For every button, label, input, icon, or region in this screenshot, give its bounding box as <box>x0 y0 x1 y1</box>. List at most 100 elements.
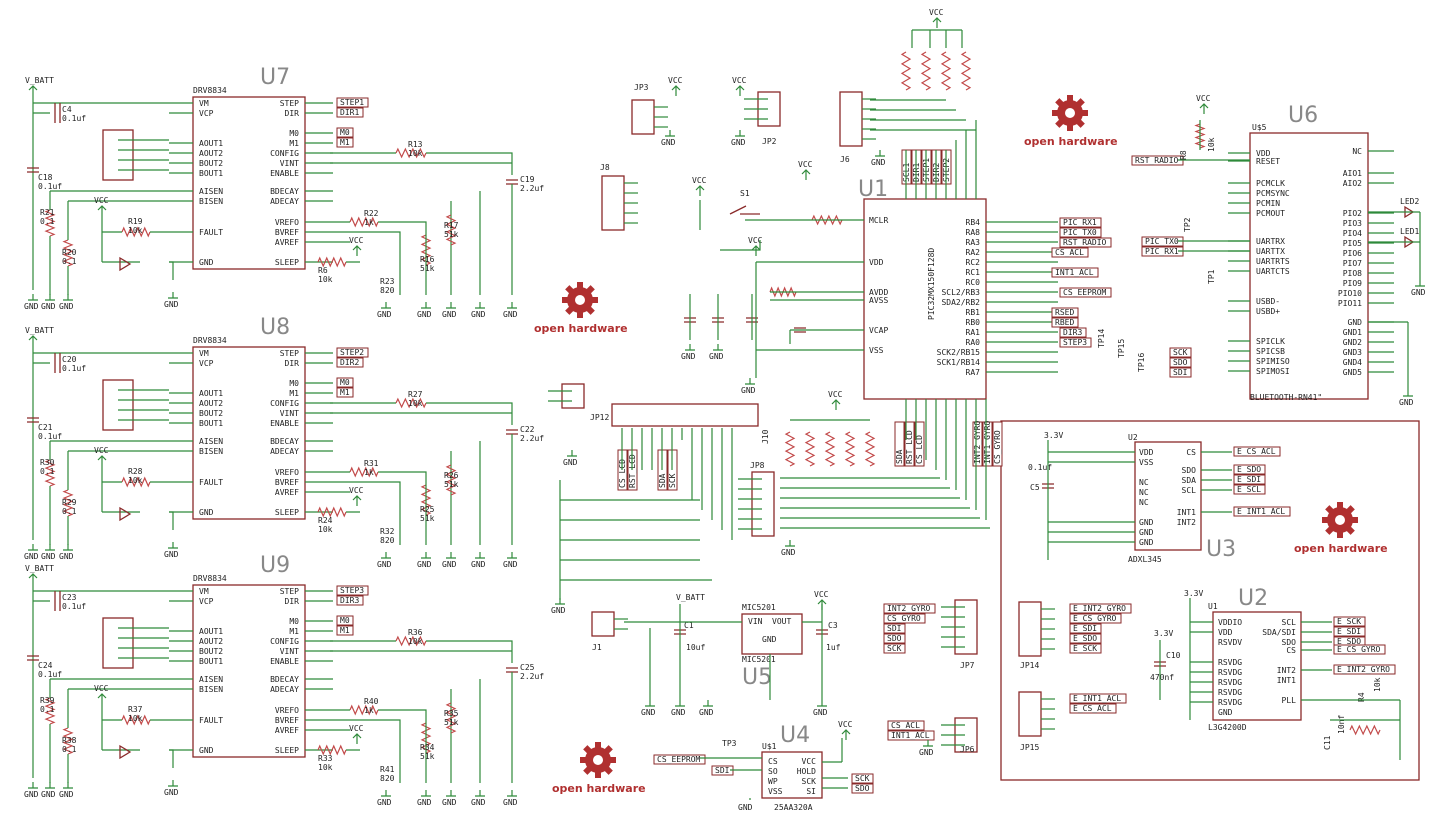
pic-bottom-net-2: CS_LCD <box>915 435 924 464</box>
adxl-net-4-box <box>1233 506 1291 517</box>
drv-body <box>192 346 306 520</box>
j1-ref: J1 <box>592 643 602 652</box>
drv-comp-val-3: 10k <box>408 149 423 158</box>
drv-comp-ref-9: R32 <box>380 527 395 536</box>
drv-motor-header <box>102 617 134 669</box>
drv-comp-ref-6: R24 <box>318 516 333 525</box>
jp15-net-1: E_CS_ACL <box>1073 704 1112 713</box>
eeprom-part: 25AA320A <box>774 803 813 812</box>
bt-left-pin-9: UARTCTS <box>1256 267 1290 276</box>
reg-pin-vin: VIN <box>748 617 763 626</box>
drv-gnd-r3: GND <box>471 560 486 569</box>
pic-net-5: CS_EEPROM <box>1063 288 1107 297</box>
pic-left-pin-4: VCAP <box>869 326 888 335</box>
reg-pin-gnd: GND <box>762 635 777 644</box>
open-hardware-logo-0: open hardware <box>1024 95 1118 148</box>
drv-left-pin-1: VCP <box>199 359 214 368</box>
drv-gnd-r4: GND <box>503 798 518 807</box>
drv-right-pin-0: STEP <box>280 587 299 596</box>
drv-gnd-r1: GND <box>417 560 432 569</box>
bt-right-pin-17: GND4 <box>1343 358 1362 367</box>
gear-teeth-icon <box>580 742 616 778</box>
pic-gnd-symbol <box>745 378 755 385</box>
drv-comp-ref-11: R35 <box>444 709 459 718</box>
pic-right-pin-14: SCK1/RB14 <box>937 358 981 367</box>
gyro-left-pin-7: RSVDG <box>1218 698 1242 707</box>
adxl-left-pin-5: GND <box>1139 518 1154 527</box>
bt-net-rx: PIC_RX1 <box>1145 247 1179 256</box>
pic-vcap-cap <box>794 327 806 333</box>
wires <box>559 29 1421 800</box>
drv-dir-net: DIR2 <box>340 358 359 367</box>
j10-net-0: CS_LCD <box>618 459 627 488</box>
eeprom-vcc-symbol <box>841 729 851 740</box>
eeprom-right-pin-2: SCK <box>802 777 817 786</box>
jp15-net-0-box <box>1069 693 1127 704</box>
drv-right-pin-7: BDECAY <box>270 187 299 196</box>
drv-m1-net-box <box>336 137 354 148</box>
drv-fault-vcc: VCC <box>94 196 109 205</box>
sensor-frame <box>1000 420 1420 781</box>
drv-comp-ref-0: C23 <box>62 593 77 602</box>
pic-net-5-box <box>1059 287 1112 298</box>
s1-ref: S1 <box>740 189 750 198</box>
bt-r5-ref: R8 <box>1179 150 1188 160</box>
eeprom-net-cs-box <box>653 754 706 765</box>
drv-gnd-r2-symbol <box>446 302 456 309</box>
drv-r-decay <box>445 702 457 734</box>
drv-right-pin-3: M1 <box>289 389 299 398</box>
gyro-right-pins: SCLSDA/SDISDOCSINT2INT1PLLE_SCKE_SDIE_SD… <box>1262 616 1396 750</box>
drv-vref-wires <box>333 471 427 545</box>
drv-left-pin-0: VM <box>199 99 209 108</box>
pic-pullup-vcc-symbol <box>831 399 841 410</box>
bt-right-pin-11: PIO10 <box>1338 289 1362 298</box>
drv-comp-val-4: 10k <box>128 476 143 485</box>
drv-right-pin-2: M0 <box>289 379 299 388</box>
drv-comp-ref-8: R29 <box>62 498 77 507</box>
pic-net-2: RST_RADIO <box>1063 238 1107 247</box>
jp7-ref: JP7 <box>960 661 975 670</box>
drv-gnd-3-symbol <box>168 780 178 787</box>
drv-left-pin-9: GND <box>199 508 214 517</box>
jp2-gnd-symbol <box>735 130 745 137</box>
reg-gnd-d: GND <box>813 708 828 717</box>
drv-comp-ref-8: R20 <box>62 248 77 257</box>
gyro-c11-ref: R4 <box>1357 692 1366 702</box>
pic-net-3: CS_ACL <box>1055 248 1084 257</box>
drv-led <box>119 506 132 522</box>
bt-left-pin-13: SPICSB <box>1256 347 1285 356</box>
drv-comp-val-5: 1k <box>364 706 374 715</box>
pic-bottom-pullup-1 <box>804 431 816 467</box>
drv-right-pin-8: ADECAY <box>270 197 299 206</box>
open-hardware-text: open hardware <box>1024 135 1118 148</box>
gyro-net-3-box <box>1333 644 1386 655</box>
drv-right-pin-6: ENABLE <box>270 657 299 666</box>
jp7-net-1-box <box>883 613 926 624</box>
adxl-net-2: E_SDI <box>1237 475 1261 484</box>
drv-step-net-box <box>336 97 369 108</box>
bt-right-pin-5: PIO4 <box>1343 229 1362 238</box>
adxl-net-3: E_SCL <box>1237 485 1261 494</box>
pic-vdd-vcc-symbol <box>751 245 761 256</box>
drv-left-pin-4: BOUT2 <box>199 159 223 168</box>
drv-gnd-lead <box>169 261 174 280</box>
drv-right-pin-5: VINT <box>280 409 299 418</box>
pic-net-8: DIR3 <box>1063 328 1082 337</box>
drv-comp-ref-10: R34 <box>420 743 435 752</box>
jp14-ref: JP14 <box>1020 661 1039 670</box>
jp14-net-3-box <box>1069 633 1102 644</box>
drv-right-pin-11: AVREF <box>275 726 299 735</box>
drv-r-sense-a <box>44 209 56 237</box>
drv-vbatt-symbol <box>28 573 38 584</box>
pic-mclr-vcc: VCC <box>798 160 813 169</box>
drv-gnd-lead <box>169 511 174 530</box>
adxl-ref: U3 <box>1206 537 1236 562</box>
reg-c1-val: 1uf <box>826 643 841 652</box>
bt-left-pin-10: USBD- <box>1256 297 1280 306</box>
pic-bottom-net-box <box>894 421 905 467</box>
drv-gnd-r1: GND <box>417 310 432 319</box>
drv-left-pin-0: VM <box>199 349 209 358</box>
jp3-body <box>631 99 655 135</box>
drv-part: DRV8834 <box>193 574 227 583</box>
